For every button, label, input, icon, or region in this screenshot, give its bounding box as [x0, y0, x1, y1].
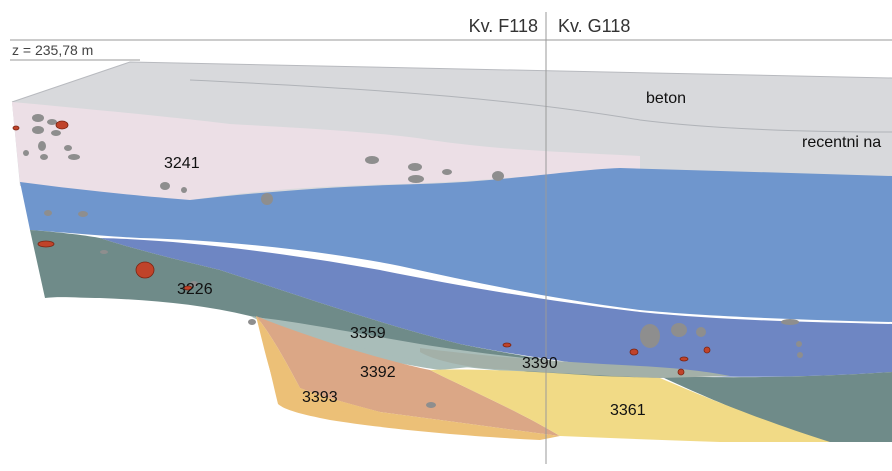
layer-3390 — [420, 348, 730, 378]
brick — [37, 240, 55, 248]
layer-blue-dark — [100, 238, 892, 377]
label-3241: 3241 — [164, 155, 200, 172]
stone — [781, 319, 799, 325]
label-beton: beton — [646, 90, 686, 107]
stone — [68, 154, 80, 160]
stone — [32, 126, 44, 134]
brick — [677, 368, 685, 376]
stone — [160, 182, 170, 190]
layer-3226 — [30, 230, 700, 382]
label-recent: recentni na — [802, 134, 881, 151]
label-3226: 3226 — [177, 281, 213, 298]
stone — [640, 324, 660, 348]
brick — [183, 285, 193, 291]
stone — [797, 352, 803, 358]
stone — [796, 341, 802, 347]
label-3390: 3390 — [522, 355, 558, 372]
stone — [38, 141, 46, 151]
stone — [32, 114, 44, 122]
layer-3361 — [430, 369, 830, 442]
stone — [40, 154, 48, 160]
brick — [55, 120, 69, 130]
layer-3393-body — [256, 316, 380, 412]
stone — [696, 327, 706, 337]
layer-teal-right — [660, 372, 892, 442]
stone — [47, 119, 57, 125]
stone — [78, 211, 88, 217]
brick — [502, 342, 512, 348]
elevation-label: z = 235,78 m — [12, 42, 93, 58]
beton-boundary-line — [189, 79, 892, 133]
stone — [248, 319, 256, 325]
label-3361: 3361 — [610, 402, 646, 419]
stone — [64, 145, 72, 151]
stone — [426, 402, 436, 408]
brick — [629, 348, 639, 356]
brick — [12, 125, 20, 131]
square-left-label: Kv. F118 — [469, 16, 538, 36]
layer-blue — [20, 168, 892, 322]
stone — [44, 210, 52, 216]
stone — [442, 169, 452, 175]
label-3393: 3393 — [302, 389, 338, 406]
brick — [703, 346, 711, 354]
label-3359: 3359 — [350, 325, 386, 342]
square-right-label: Kv. G118 — [558, 16, 630, 36]
stone — [190, 281, 198, 287]
stone — [100, 250, 108, 254]
stone — [261, 193, 273, 205]
brick — [135, 261, 155, 279]
stone — [51, 130, 61, 136]
label-3392: 3392 — [360, 364, 396, 381]
stone — [23, 150, 29, 156]
top-surface-line — [11, 61, 892, 103]
stone — [492, 171, 504, 181]
stone — [408, 175, 424, 183]
stone — [671, 323, 687, 337]
layer-3392 — [256, 316, 560, 436]
brick — [679, 356, 689, 362]
stone — [365, 156, 379, 164]
stone — [408, 163, 422, 171]
bricks — [12, 120, 711, 376]
stone — [181, 187, 187, 193]
stones — [23, 114, 803, 408]
